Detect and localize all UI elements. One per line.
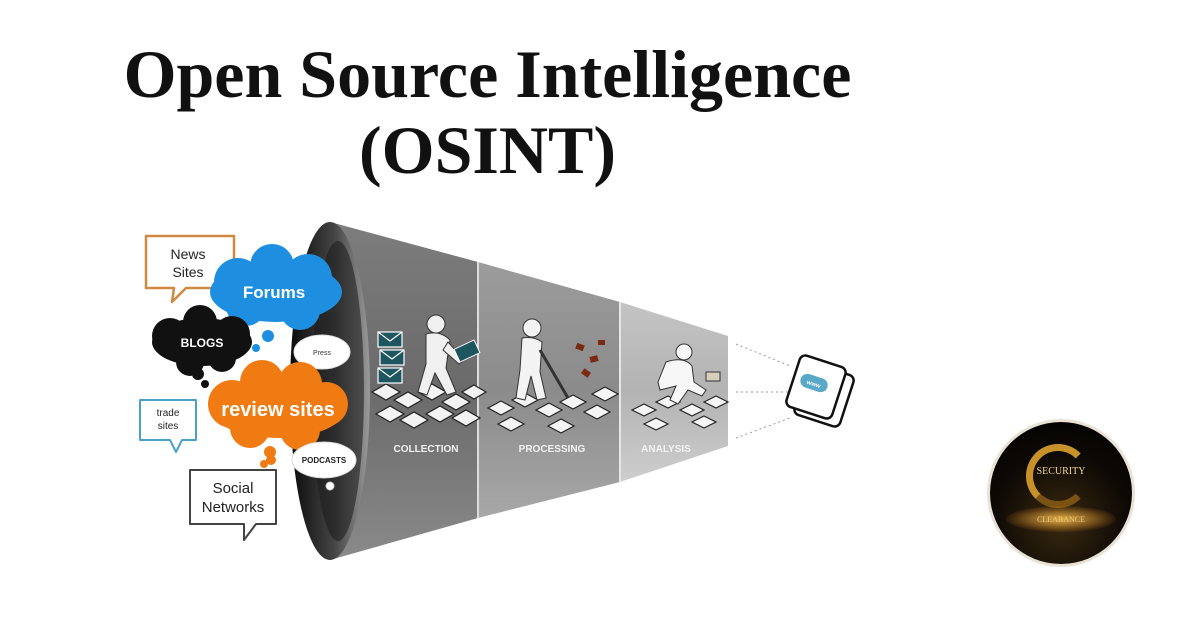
output-document-icon: www xyxy=(785,354,855,428)
svg-text:Social: Social xyxy=(213,480,254,497)
output-document-label: www xyxy=(805,380,821,390)
document-pile-analysis xyxy=(630,395,730,431)
logo-glow xyxy=(1006,506,1116,532)
worker-analyzing-icon xyxy=(657,343,721,405)
news-sites-line-2: Sites xyxy=(172,264,203,280)
stage-label-collection: COLLECTION xyxy=(394,444,459,455)
source-cloud-press: Press xyxy=(293,334,351,384)
svg-text:Networks: Networks xyxy=(202,499,265,516)
worker-sweeping-icon xyxy=(515,318,605,401)
review-sites-label: review sites xyxy=(221,399,334,421)
document-pile-collection xyxy=(370,383,488,429)
social-networks-line-1: Social xyxy=(213,480,254,497)
source-bubble-social-networks: Social Networks xyxy=(189,469,277,541)
source-cloud-podcasts: PODCASTS xyxy=(291,441,357,491)
envelope-stack-icon xyxy=(377,331,405,384)
output-lines xyxy=(735,343,791,439)
svg-text:sites: sites xyxy=(158,421,179,432)
svg-text:trade: trade xyxy=(157,408,180,419)
source-bubble-trade-sites: trade sites xyxy=(139,399,197,453)
title-line-2: (OSINT) xyxy=(359,112,616,188)
funnel-segment-processing xyxy=(478,262,620,518)
press-label: Press xyxy=(313,350,331,357)
trade-sites-line-1: trade xyxy=(157,408,180,419)
funnel-segment-collection xyxy=(330,222,478,560)
source-cloud-review-sites: review sites xyxy=(208,360,348,468)
funnel xyxy=(290,222,728,560)
logo-ring-icon xyxy=(1026,444,1090,508)
trade-sites-line-2: sites xyxy=(158,421,179,432)
blogs-label: BLOGS xyxy=(181,336,224,350)
social-networks-line-2: Networks xyxy=(202,499,265,516)
logo-top-text: SECURITY xyxy=(1036,466,1086,477)
news-sites-line-1: News xyxy=(170,246,205,262)
podcasts-label: PODCASTS xyxy=(302,456,347,465)
stage-label-analysis: ANALYSIS xyxy=(641,444,691,455)
svg-text:Sites: Sites xyxy=(172,264,203,280)
page-title: Open Source Intelligence (OSINT) xyxy=(0,36,975,188)
title-line-1: Open Source Intelligence xyxy=(123,36,852,112)
source-cloud-forums: Forums xyxy=(210,244,342,352)
forums-label: Forums xyxy=(243,283,305,302)
worker-collecting-icon xyxy=(417,314,481,396)
logo-bottom-text: CLEARANCE xyxy=(1037,515,1085,524)
svg-text:News: News xyxy=(170,246,205,262)
stage-label-processing: PROCESSING xyxy=(519,444,586,455)
security-clearance-logo: SECURITY CLEARANCE xyxy=(990,422,1132,564)
source-cloud-blogs: BLOGS xyxy=(152,305,252,388)
